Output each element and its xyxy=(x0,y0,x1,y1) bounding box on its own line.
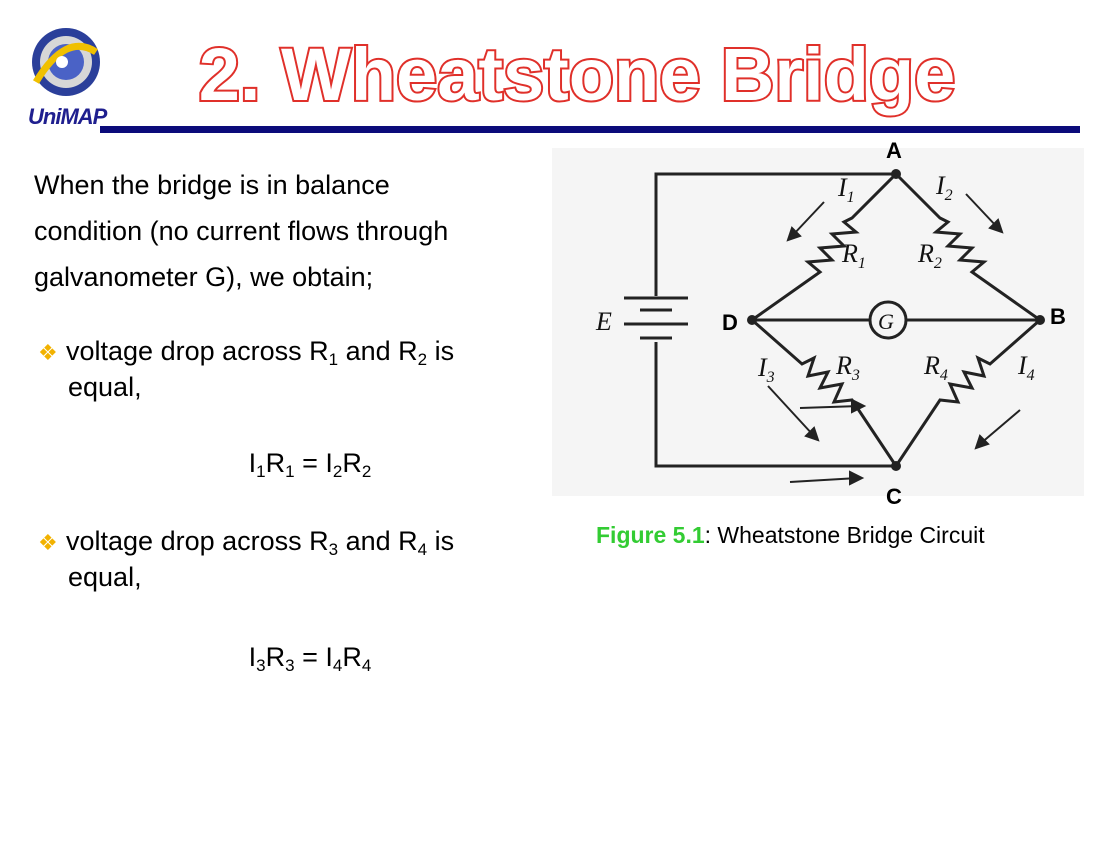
intro-line: When the bridge is in balance xyxy=(34,170,390,200)
wire-top-left xyxy=(654,172,896,296)
resistor-r4 xyxy=(894,318,1041,467)
resistor-r2 xyxy=(894,172,1041,322)
current-label-i1: I1 xyxy=(837,173,855,206)
arrow-i4 xyxy=(979,409,1021,445)
bullet-item: ❖ voltage drop across R3 and R4 is equal… xyxy=(34,524,554,594)
current-label-i3: I3 xyxy=(757,353,775,386)
title-underline xyxy=(100,126,1080,133)
node-label-c: C xyxy=(886,484,902,509)
resistor-label-r2: R2 xyxy=(917,239,942,272)
node-label-b: B xyxy=(1050,304,1066,329)
arrow-head xyxy=(988,218,1004,234)
node-d-dot xyxy=(747,315,757,325)
current-label-i4: I4 xyxy=(1017,351,1035,384)
bullet-text: voltage drop across R1 and R2 is xyxy=(66,336,455,369)
node-label-d: D xyxy=(722,310,738,335)
resistor-label-r1: R1 xyxy=(841,239,866,272)
wire-bottom-left xyxy=(654,342,896,468)
node-label-a: A xyxy=(886,138,902,163)
equation: I1R1 = I2R2 xyxy=(248,448,372,481)
annotation-arrow xyxy=(789,477,859,483)
node-a-dot xyxy=(891,169,901,179)
arrow-head xyxy=(786,226,802,242)
bullet-continuation: equal, xyxy=(68,562,142,592)
current-label-i2: I2 xyxy=(935,171,953,204)
arrow-head xyxy=(849,470,865,486)
galvanometer-icon xyxy=(868,300,908,340)
resistor-r3 xyxy=(751,318,898,467)
intro-paragraph: When the bridge is in balance condition … xyxy=(34,162,554,300)
bullet-continuation: equal, xyxy=(68,372,142,402)
annotation-arrow xyxy=(799,405,861,409)
figure-caption-text: : Wheatstone Bridge Circuit xyxy=(704,522,985,548)
page-title: 2. Wheatstone Bridge xyxy=(197,26,958,126)
unimap-logo-icon xyxy=(26,22,112,134)
arrow-head xyxy=(851,398,867,414)
galvanometer-label: G xyxy=(878,309,894,334)
node-c-dot xyxy=(891,461,901,471)
resistor-label-r4: R4 xyxy=(923,351,948,384)
arrow-i1 xyxy=(791,201,825,237)
diamond-bullet-icon: ❖ xyxy=(38,530,58,555)
intro-line: condition (no current flows through xyxy=(34,216,449,246)
diamond-bullet-icon: ❖ xyxy=(38,340,58,365)
battery-label: E xyxy=(595,307,612,336)
intro-line: galvanometer G), we obtain; xyxy=(34,262,374,292)
bullet-item: ❖ voltage drop across R1 and R2 is equal… xyxy=(34,334,554,404)
logo-text: UniMAP xyxy=(28,104,107,129)
figure-caption: Figure 5.1: Wheatstone Bridge Circuit xyxy=(596,522,985,549)
bullet-text: voltage drop across R3 and R4 is xyxy=(66,526,455,559)
figure-number: Figure 5.1 xyxy=(596,522,705,548)
node-b-dot xyxy=(1035,315,1045,325)
resistor-r1 xyxy=(751,172,898,322)
arrow-head xyxy=(804,426,820,442)
arrow-i2 xyxy=(965,193,999,229)
arrow-head xyxy=(974,434,990,450)
equation: I3R3 = I4R4 xyxy=(248,642,372,675)
wheatstone-bridge-diagram: E G I1 I2 R1 R2 I3 R3 R4 I4 xyxy=(595,169,1045,486)
arrow-i3 xyxy=(767,385,815,437)
resistor-label-r3: R3 xyxy=(835,351,860,384)
page-title-text: 2. Wheatstone Bridge xyxy=(199,33,956,116)
